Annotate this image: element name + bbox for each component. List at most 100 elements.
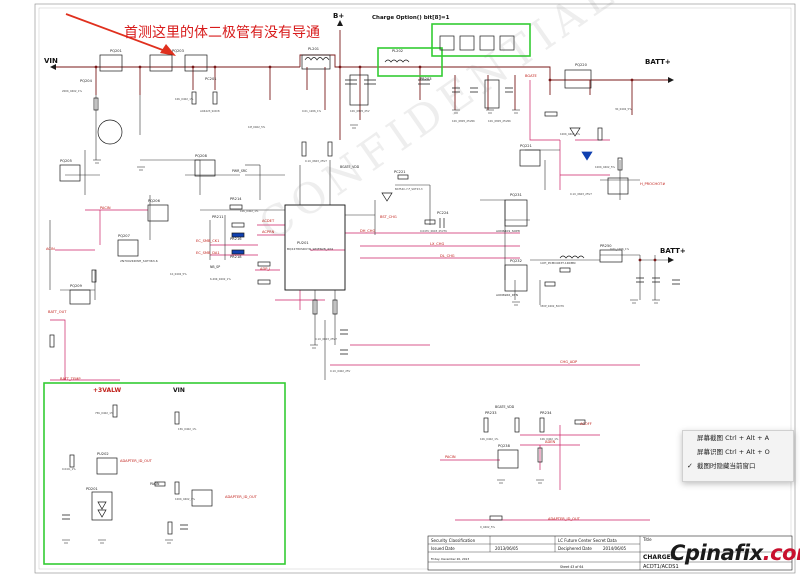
ref-pr218: PR218 xyxy=(230,255,242,259)
ref-pq232: PQ232 xyxy=(510,259,522,263)
ref-pr233: PR233 xyxy=(485,411,497,415)
sig-adapter-id2: ADAPTER_ID_OUT xyxy=(225,495,258,499)
highlight-box-charge-option xyxy=(431,23,531,57)
svg-text:330P_0402_50V7K: 330P_0402_50V7K xyxy=(540,304,564,308)
ref-pq207: PQ207 xyxy=(118,234,130,238)
sig-acdet: ACDET xyxy=(262,219,275,223)
title-block xyxy=(427,535,793,571)
tb-board: ACDT1/ACDS1 xyxy=(643,564,679,570)
sig-pacin: PACIN xyxy=(100,206,111,210)
ref-pq204: PQ204 xyxy=(80,79,93,83)
ref-pq209: PQ209 xyxy=(70,284,83,288)
sig-bgate-vdd: BGATE_VDD xyxy=(340,165,360,169)
svg-text:10K_0402_1%: 10K_0402_1% xyxy=(175,97,194,101)
svg-text:10U_0805_25V: 10U_0805_25V xyxy=(350,109,370,113)
rail-3valw: +3VALW xyxy=(93,387,121,394)
menu-item-screenshot[interactable]: 屏幕截图 Ctrl + Alt + A xyxy=(697,434,770,442)
svg-text:0.1U_0603_25V7: 0.1U_0603_25V7 xyxy=(570,192,592,196)
site-logo: Cpinafix.com xyxy=(670,541,800,565)
sig-pacin2: PACIN xyxy=(445,455,456,459)
tb-title-label: Title xyxy=(642,537,652,542)
rail-batt-top: BATT+ xyxy=(645,58,671,66)
sig-dh-chg: DH_CHG xyxy=(360,229,375,233)
svg-text:200K_0402_1%: 200K_0402_1% xyxy=(62,89,82,93)
sig-batt-temp: BATT_TEMP xyxy=(60,377,81,381)
svg-text:0.01_1206_1%: 0.01_1206_1% xyxy=(610,247,630,251)
rail-vin-left: VIN xyxy=(44,57,58,65)
part-inductor: 1UH_PCMC063T-1R0MN xyxy=(540,261,576,265)
ref-pq201: PQ201 xyxy=(110,49,122,53)
ref-pr234: PR234 xyxy=(540,411,552,415)
context-menu: 屏幕截图 Ctrl + Alt + A 屏幕识图 Ctrl + Alt + O … xyxy=(682,430,794,482)
annotation-text: 首测这里的体二极管有没有导通 xyxy=(124,25,320,41)
ref-pl202-top: PL202 xyxy=(392,49,403,53)
svg-text:0.1U_0603_25V7: 0.1U_0603_25V7 xyxy=(315,337,337,341)
sig-adp-i: ADP_I xyxy=(260,267,270,271)
ref-pq203: PQ203 xyxy=(172,49,184,53)
svg-text:10U_0805_25V6K: 10U_0805_25V6K xyxy=(488,119,511,123)
signal-wires-pink xyxy=(50,80,650,521)
tb-deciphered-val: 2014/06/05 xyxy=(603,546,627,551)
ref-pq238: PQ238 xyxy=(498,444,511,448)
svg-text:10K_0402_1%: 10K_0402_1% xyxy=(540,437,559,441)
svg-text:0_0402_5%: 0_0402_5% xyxy=(480,525,495,529)
junction-dots xyxy=(94,65,657,262)
rail-batt-mid: BATT+ xyxy=(660,247,686,255)
value-annotations: 200K_0402_1% 10K_0402_1% AO4423_SOIC8 0.… xyxy=(62,89,632,529)
sheet-frame xyxy=(34,3,796,574)
part-charger-ic: BQ24780SRUYR_WQFN28_4X4 xyxy=(287,247,333,251)
ref-pc201: PC201 xyxy=(205,77,217,81)
check-icon: ✓ xyxy=(687,462,693,470)
ref-pc221: PC221 xyxy=(394,170,406,174)
ref-pr211: PR211 xyxy=(212,215,224,219)
svg-text:10K_0402_1%: 10K_0402_1% xyxy=(240,209,259,213)
svg-text:AO4423_SOIC8: AO4423_SOIC8 xyxy=(200,109,220,113)
tb-issued: Issued Date xyxy=(431,546,455,551)
sheet-inner-frame xyxy=(38,7,792,570)
sig-acoff: ACOFF xyxy=(580,422,592,426)
ground-symbols xyxy=(62,109,660,544)
ref-pr214: PR214 xyxy=(230,197,242,201)
ref-pq208: PQ208 xyxy=(195,154,208,158)
svg-text:0.1U_0402_25V: 0.1U_0402_25V xyxy=(330,369,351,373)
svg-text:1M_0402_5%: 1M_0402_5% xyxy=(248,125,266,129)
sig-dl-chg: DL_CHG xyxy=(440,254,455,258)
svg-text:10U_0805_25V6K: 10U_0805_25V6K xyxy=(452,119,475,123)
rail-markers xyxy=(50,20,674,263)
tb-sheet: Sheet 43 of 64 xyxy=(560,565,583,569)
sig-lx-chg: LX_CHG xyxy=(430,242,444,246)
sig-acprn: ACPRN xyxy=(262,230,275,234)
ref-pq231: PQ231 xyxy=(510,193,522,197)
tb-issued-val: 2013/06/05 xyxy=(495,546,519,551)
arrow-indicator xyxy=(65,13,176,56)
sig-pwr-src: PWR_SRC xyxy=(232,169,248,173)
sig-bst-chg: BST_CHG xyxy=(380,215,397,219)
main-power-wires xyxy=(56,30,668,140)
svg-text:0.1U_0603_25V7: 0.1U_0603_25V7 xyxy=(305,159,327,163)
sig-bgate: BGATE xyxy=(525,74,538,78)
svg-text:3K_0402_5%: 3K_0402_5% xyxy=(615,107,632,111)
sig-batt-out: BATT_OUT xyxy=(48,310,67,314)
sig-nb-sp: NB_SP xyxy=(210,265,220,269)
highlight-box-inductor xyxy=(377,47,443,77)
ref-pr203: PR203 xyxy=(420,77,432,81)
ref-pr216: PR216 xyxy=(230,237,242,241)
ref-pu202: PU202 xyxy=(97,452,109,456)
rail-bplus: B+ xyxy=(333,12,344,20)
tb-compal: LC Future Center Secret Data xyxy=(558,538,617,543)
part-fet-b: AON6966_DFN xyxy=(496,293,518,297)
svg-text:100K_0402_5%: 100K_0402_5% xyxy=(595,165,615,169)
ref-pr250: PR250 xyxy=(600,244,612,248)
part-fet-a: AON6409_SOP8 xyxy=(496,229,520,233)
menu-item-hide-window[interactable]: ✓截图时隐藏当前窗口 xyxy=(683,459,793,473)
ref-pq221: PQ221 xyxy=(520,144,532,148)
menu-item-ocr[interactable]: 屏幕识图 Ctrl + Alt + O xyxy=(697,448,770,456)
sig-ec-smb-da1: EC_SMB_DA1 xyxy=(196,251,220,255)
sig-h-prochot: H_PROCHOT# xyxy=(640,182,665,186)
tb-date: Friday, December 20, 2013 xyxy=(431,557,469,561)
sig-ec-smb-ck1: EC_SMB_CK1 xyxy=(196,239,219,243)
sig-bgate-vdd2: BGATE_VDD xyxy=(495,405,515,409)
ref-pq220: PQ220 xyxy=(575,63,588,67)
svg-text:0.01_1206_1%: 0.01_1206_1% xyxy=(302,109,322,113)
